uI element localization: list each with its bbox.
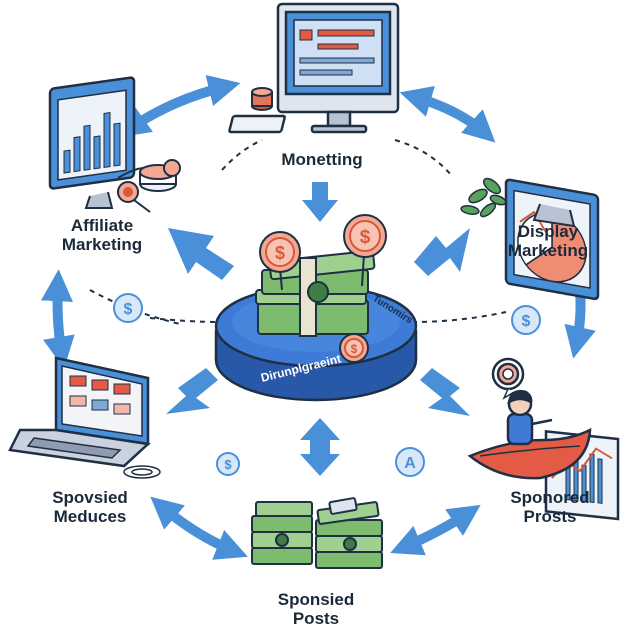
arrow-left-side (41, 269, 75, 369)
coin-stack-top (251, 87, 273, 111)
floating-coin-right: $ (522, 313, 531, 330)
node-label-bottom-line2: Posts (292, 609, 340, 628)
center-cash-stacks (255, 249, 376, 337)
node-label-bottom-right-line2: Prosts (523, 507, 577, 526)
center-coin-symbol: $ (360, 227, 371, 248)
node-label-right-line1: Display (517, 222, 579, 241)
center-coins (259, 214, 387, 363)
laptop-icon (8, 356, 161, 479)
floating-coin-left: $ (124, 301, 133, 318)
node-label-left: Affiliate Marketing (32, 216, 172, 254)
inner-arrow-upper-left (168, 228, 234, 280)
inner-arrow-lower-left (166, 368, 218, 414)
person-boat-icon (467, 357, 620, 521)
center-coin-symbol: $ (351, 342, 358, 356)
node-label-right: Display Marketing (486, 222, 610, 260)
plant-icon (460, 177, 507, 218)
node-label-bottom: Sponsied Posts (256, 590, 376, 628)
node-label-left-line2: Marketing (61, 235, 143, 254)
inner-arrow-lower-right (420, 368, 470, 416)
monitor-pie-icon (504, 178, 600, 301)
floating-coin-shapes (113, 293, 541, 477)
node-label-bottom-line1: Sponsied (277, 590, 355, 609)
node-label-right-line2: Marketing (507, 241, 589, 260)
inner-arrow-top (302, 182, 338, 222)
arrow-top-left (117, 74, 241, 138)
node-label-bottom-right-line1: Sponored (510, 488, 590, 507)
cash-stack-icon (251, 497, 383, 569)
node-label-bottom-right: Sponored Prosts (492, 488, 608, 526)
floating-coin-bottom-right: A (404, 455, 416, 472)
node-label-bottom-left-line1: Spovsied (52, 488, 128, 507)
node-label-bottom-left: Spovsied Meduces (30, 488, 150, 526)
desktop-computer-icon (228, 2, 400, 134)
node-label-top-line1: Monetting (281, 150, 363, 169)
node-label-top: Monetting (262, 150, 382, 169)
arrow-bottom-left (150, 496, 248, 560)
center-coin-symbol: $ (275, 243, 285, 263)
arrow-top-right (399, 86, 496, 143)
floating-coin-bottom-left: $ (224, 457, 232, 472)
inner-arrow-upper-right (414, 228, 470, 276)
inner-arrows (166, 182, 470, 476)
coin-stack-left (117, 159, 181, 213)
inner-arrow-bottom (300, 418, 340, 476)
center-coin-symbols: $ $ $ (275, 227, 371, 356)
node-label-left-line1: Affiliate (70, 216, 134, 235)
node-label-bottom-left-line2: Meduces (53, 507, 127, 526)
monitor-chart-icon (48, 76, 171, 209)
arrow-bottom-right (390, 504, 481, 556)
dashed-connectors (89, 139, 507, 325)
floating-coin-symbols: $ $ $ A (124, 301, 531, 472)
